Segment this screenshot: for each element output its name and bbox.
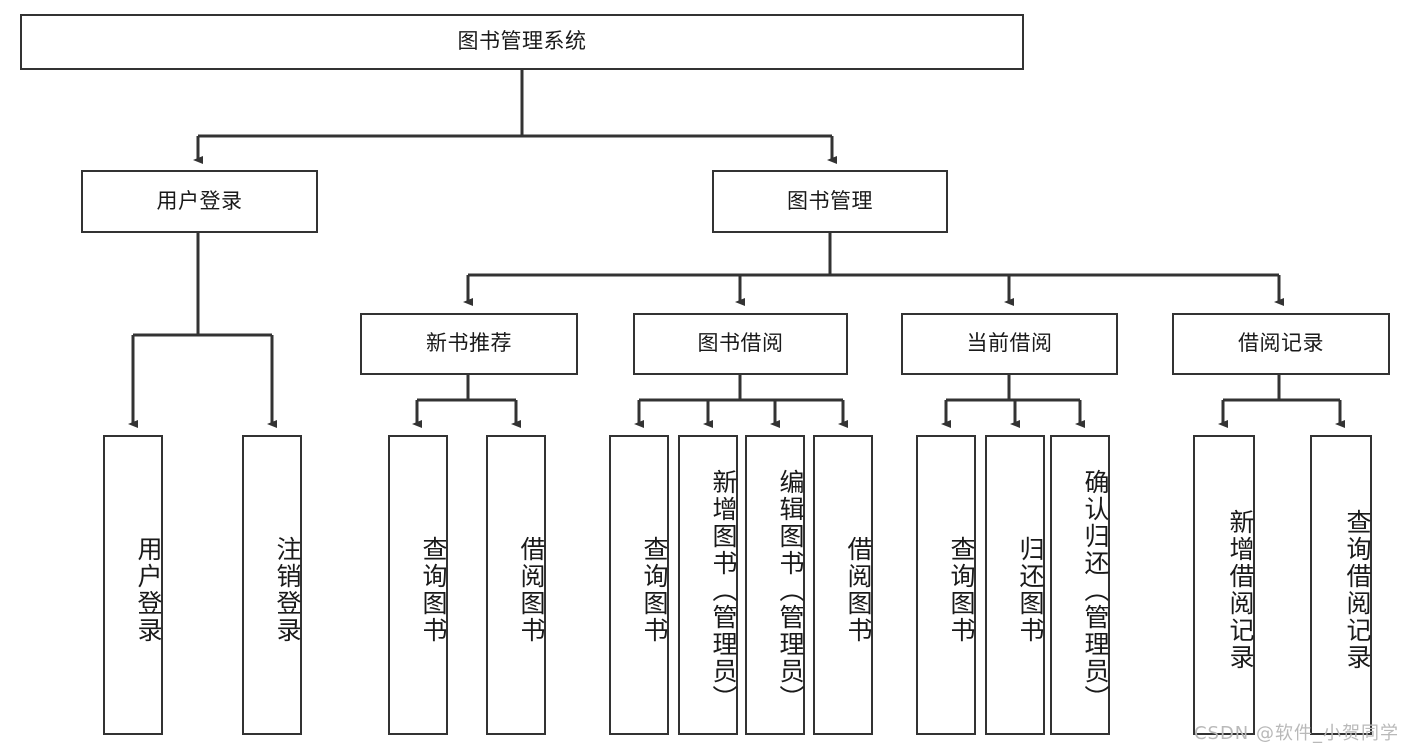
node-label: 借阅图书 [517,536,546,644]
leaf-search-book-current[interactable]: 查询图书 [916,435,976,735]
leaf-add-book-admin[interactable]: 新增图书（管理员） [678,435,738,735]
node-label: 查询图书 [640,536,669,644]
node-label: 查询借阅记录 [1343,509,1372,671]
node-label: 新增借阅记录 [1226,509,1255,671]
node-new-book-recommend[interactable]: 新书推荐 [360,313,578,375]
node-borrow-record[interactable]: 借阅记录 [1172,313,1390,375]
node-book-borrow[interactable]: 图书借阅 [633,313,848,375]
node-root-system[interactable]: 图书管理系统 [20,14,1024,70]
node-current-borrow[interactable]: 当前借阅 [901,313,1118,375]
node-label: 查询图书 [419,536,448,644]
leaf-user-login[interactable]: 用户登录 [103,435,163,735]
leaf-return-book[interactable]: 归还图书 [985,435,1045,735]
leaf-edit-book-admin[interactable]: 编辑图书（管理员） [745,435,805,735]
leaf-confirm-return-admin[interactable]: 确认归还（管理员） [1050,435,1110,735]
leaf-borrow-book-recommend[interactable]: 借阅图书 [486,435,546,735]
node-label: 图书管理 [787,188,873,213]
node-label: 编辑图书（管理员） [776,468,805,712]
node-label: 图书借阅 [697,331,784,356]
node-label: 归还图书 [1016,536,1045,644]
leaf-search-book-recommend[interactable]: 查询图书 [388,435,448,735]
node-label: 当前借阅 [966,331,1053,356]
node-label: 查询图书 [947,536,976,644]
node-label: 用户登录 [134,536,163,644]
leaf-search-book-borrow[interactable]: 查询图书 [609,435,669,735]
node-user-login[interactable]: 用户登录 [81,170,318,233]
leaf-search-borrow-record[interactable]: 查询借阅记录 [1310,435,1372,735]
node-label: 新书推荐 [426,331,512,356]
node-label: 确认归还（管理员） [1081,468,1110,712]
node-label: 用户登录 [156,188,243,213]
node-label: 图书管理系统 [457,29,587,54]
leaf-user-logout[interactable]: 注销登录 [242,435,302,735]
leaf-borrow-book[interactable]: 借阅图书 [813,435,873,735]
node-book-management[interactable]: 图书管理 [712,170,948,233]
csdn-watermark: CSDN @软件_小贺同学 [1193,723,1399,744]
node-label: 新增图书（管理员） [709,468,738,712]
node-label: 借阅图书 [844,536,873,644]
leaf-add-borrow-record[interactable]: 新增借阅记录 [1193,435,1255,735]
node-label: 借阅记录 [1238,331,1324,356]
node-label: 注销登录 [273,536,302,644]
